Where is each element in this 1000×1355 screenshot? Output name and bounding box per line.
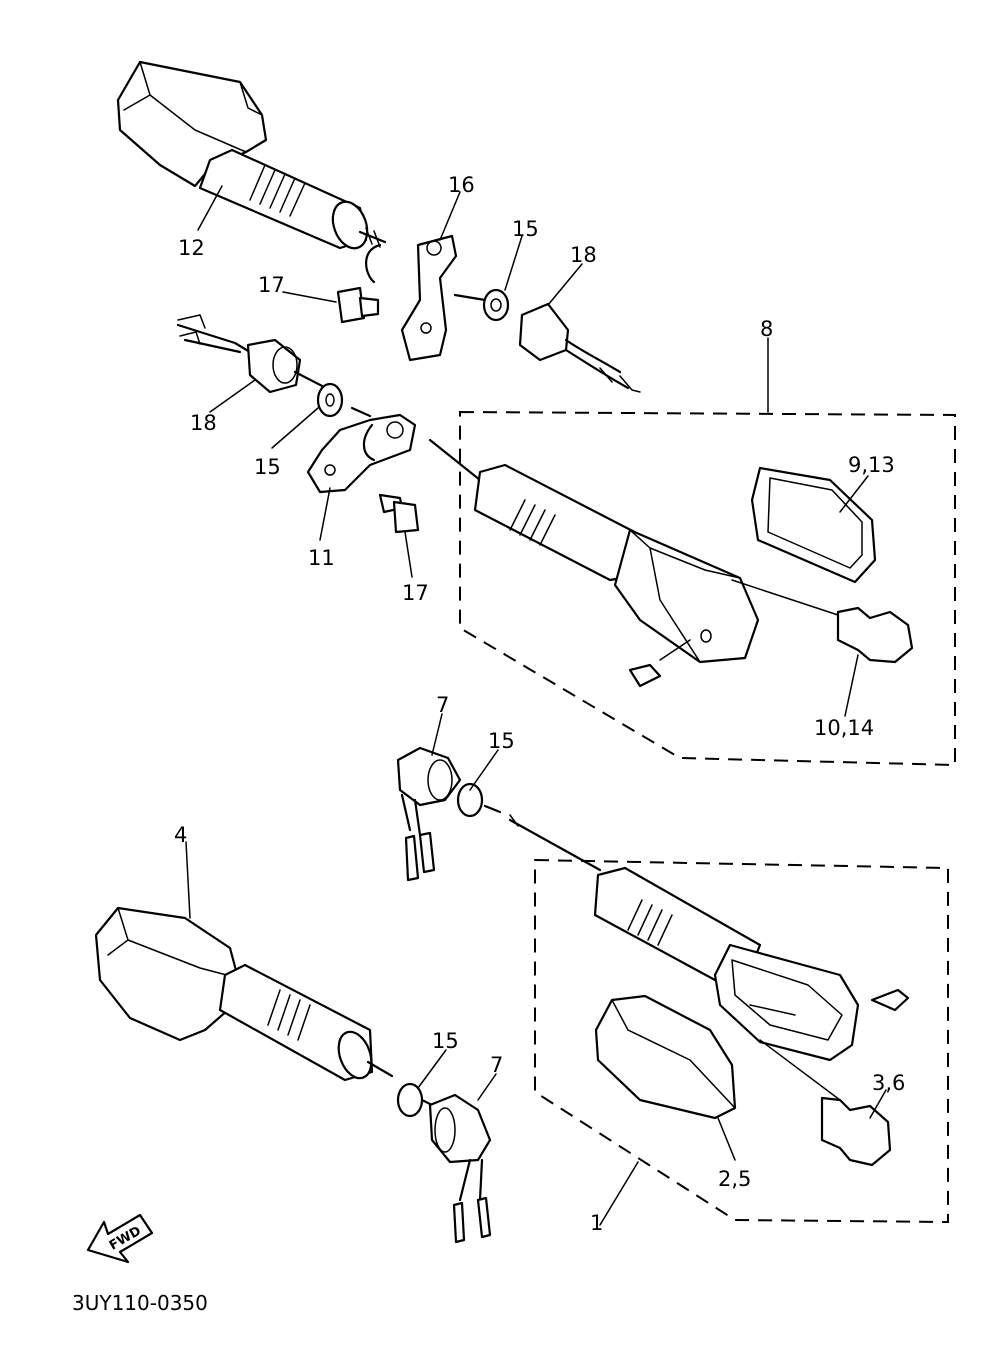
callout-7-bottom: 7 <box>490 1053 503 1077</box>
callout-2-5: 2,5 <box>718 1167 751 1191</box>
callout-15-top: 15 <box>512 217 539 241</box>
leader-lines <box>185 185 887 1226</box>
socket-part-7-bottom <box>396 1082 492 1244</box>
callout-8: 8 <box>760 317 773 341</box>
callout-11: 11 <box>308 546 335 570</box>
bolt-part-17-top <box>336 286 380 324</box>
turn-signal-assembly-front-left <box>94 906 394 1082</box>
callout-labels: 12 16 15 18 17 8 18 15 11 17 9,13 10,14 … <box>174 173 905 1235</box>
bracket-part-16 <box>365 234 458 362</box>
callout-18-mid: 18 <box>190 411 217 435</box>
callout-17-mid: 17 <box>402 581 429 605</box>
fwd-arrow-icon: FWD <box>86 1213 154 1264</box>
callout-4: 4 <box>174 823 187 847</box>
bracket-part-11-assembly <box>306 382 420 534</box>
callout-1: 1 <box>590 1211 603 1235</box>
callout-15-center: 15 <box>488 729 515 753</box>
socket-part-7-mid <box>396 746 602 882</box>
callout-15-mid: 15 <box>254 455 281 479</box>
callout-7-mid: 7 <box>436 693 449 717</box>
callout-12: 12 <box>178 236 205 260</box>
callout-3-6: 3,6 <box>872 1071 905 1095</box>
callout-16: 16 <box>448 173 475 197</box>
callout-18-top: 18 <box>570 243 597 267</box>
diagram-code: 3UY110-0350 <box>72 1291 208 1315</box>
callout-15-bottom: 15 <box>432 1029 459 1053</box>
callout-10-14: 10,14 <box>814 716 874 740</box>
turn-signal-assembly-group-8 <box>428 410 956 767</box>
turn-signal-assembly-group-1 <box>534 858 949 1224</box>
callout-9-13: 9,13 <box>848 453 895 477</box>
callout-17-top: 17 <box>258 273 285 297</box>
turn-signal-assembly-rear-left <box>116 60 387 250</box>
